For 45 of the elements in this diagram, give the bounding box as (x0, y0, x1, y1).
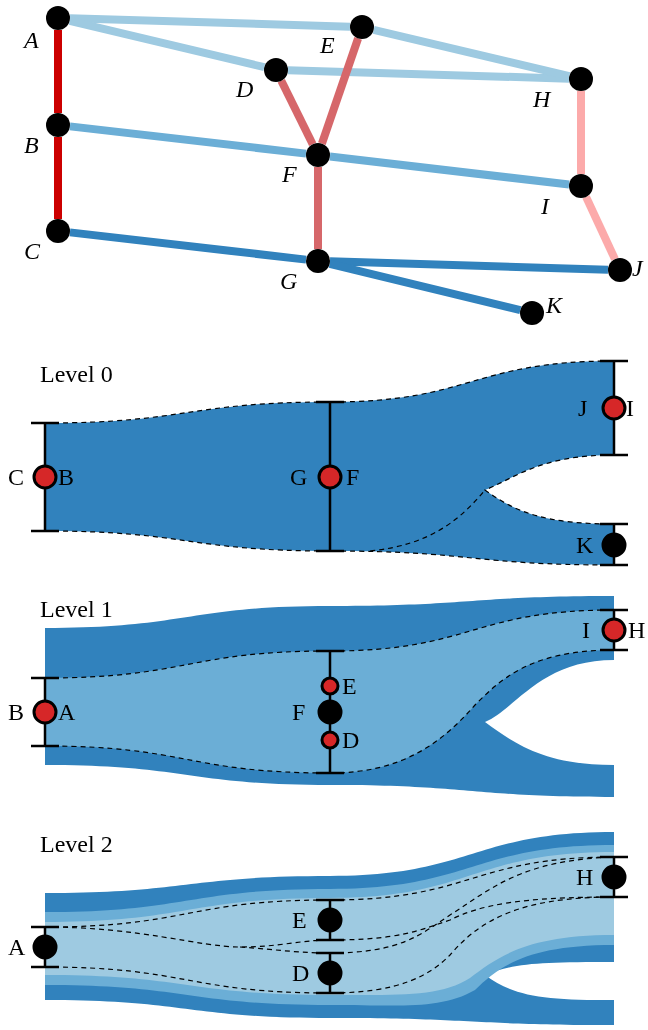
graph-edge (577, 91, 585, 174)
node-label: H (533, 87, 551, 111)
node-label: A (24, 28, 39, 52)
node-letter: K (576, 533, 594, 557)
node-letter: D (342, 728, 360, 752)
node-label: F (282, 162, 297, 186)
node-label: E (320, 33, 335, 57)
graph-edge (314, 167, 322, 249)
node-letter: A (8, 935, 26, 959)
node-letter: C (8, 465, 24, 489)
graph-edge (277, 79, 317, 146)
graph-edge (54, 30, 62, 113)
node-label: D (236, 77, 254, 101)
graph-edge (582, 195, 619, 261)
node-label: J (632, 256, 643, 280)
node-label: C (24, 239, 40, 263)
node-label: I (541, 194, 549, 218)
node-letter: I (582, 618, 590, 642)
node-letter: B (58, 465, 74, 489)
graph-edge (329, 152, 570, 189)
node-letter: D (292, 961, 310, 985)
node-letter: B (8, 700, 24, 724)
node-letter: F (292, 700, 306, 724)
level-title: Level 1 (40, 597, 113, 621)
graph-edge (54, 137, 62, 219)
node-letter: G (290, 465, 308, 489)
graph-edge (69, 228, 307, 264)
node-letter: F (346, 465, 360, 489)
graph-edge (287, 66, 570, 83)
level-title: Level 2 (40, 832, 113, 856)
node-label: K (546, 293, 562, 317)
graph-edge (329, 257, 609, 274)
node-letter: J (578, 396, 588, 420)
graph-edge (318, 37, 362, 145)
node-letter: E (292, 908, 307, 932)
node-letter: A (58, 700, 76, 724)
node-letter: I (626, 396, 634, 420)
node-letter: H (628, 618, 646, 642)
level-title: Level 0 (40, 362, 113, 386)
node-letter: E (342, 674, 357, 698)
node-letter: H (576, 865, 594, 889)
node-label: B (24, 133, 39, 157)
node-label: G (280, 269, 298, 293)
graph-edge (69, 122, 307, 158)
graph-edge (69, 14, 351, 31)
